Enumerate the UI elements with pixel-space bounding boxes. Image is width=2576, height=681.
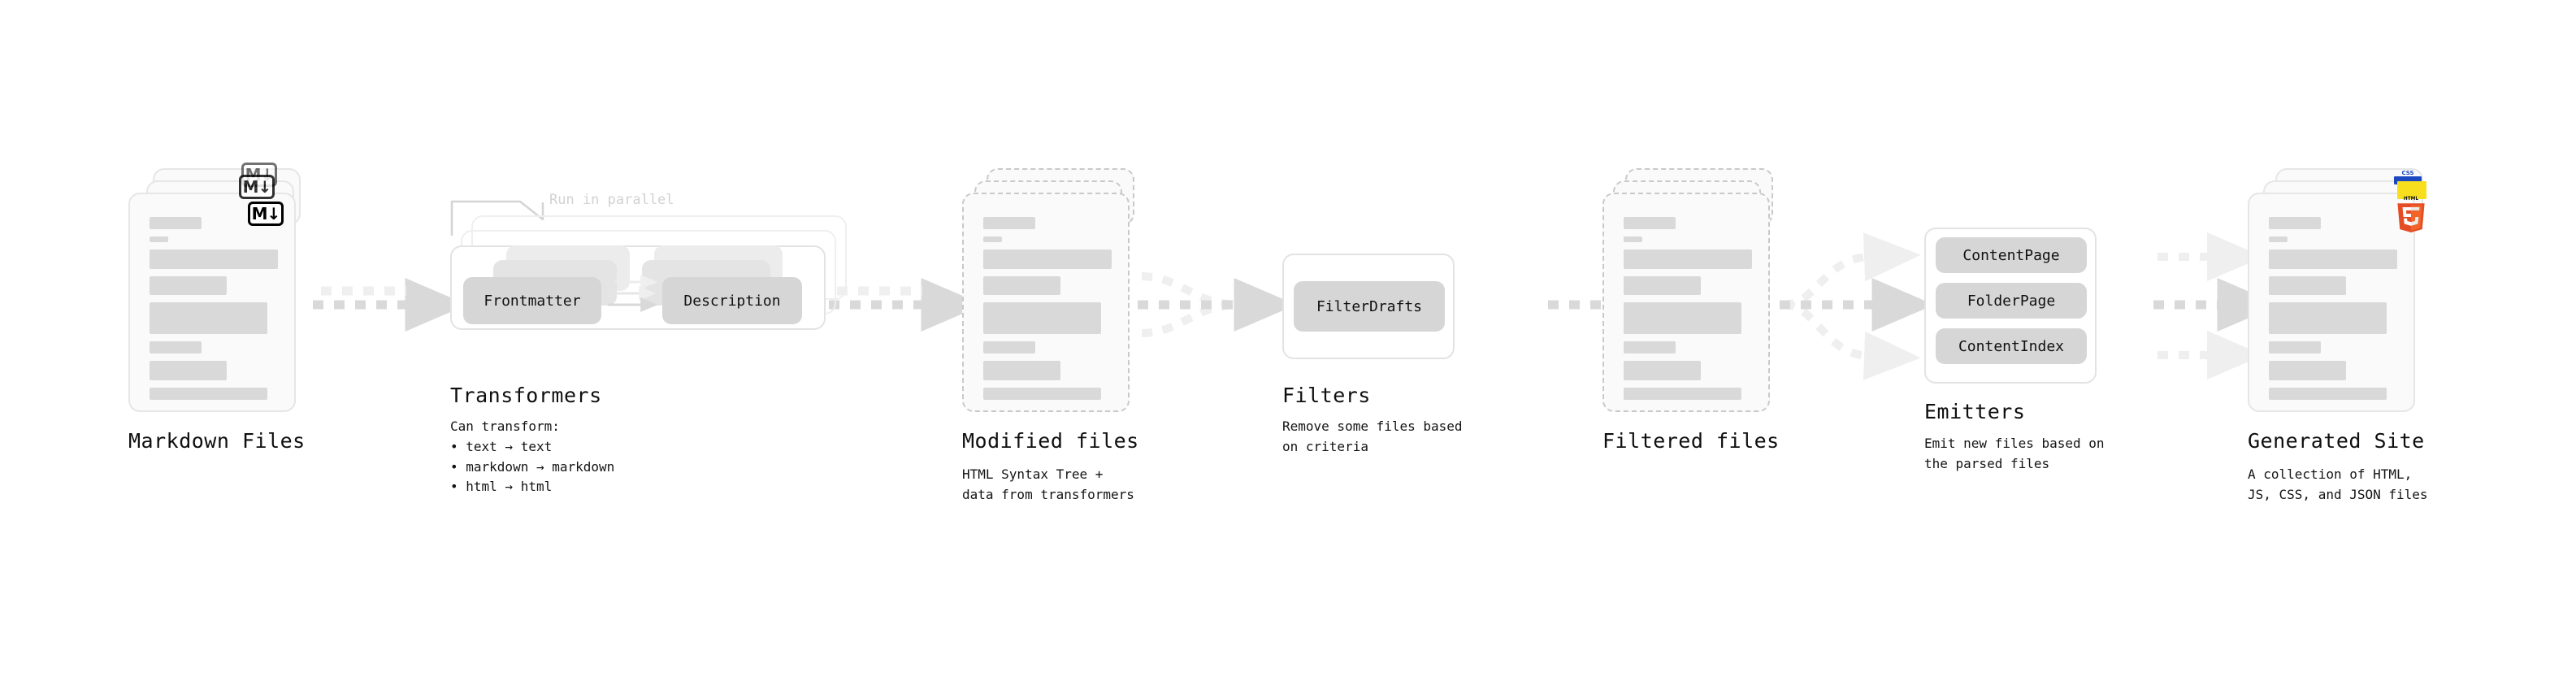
stage-title-markdown-files: Markdown Files [128, 429, 306, 453]
markdown-badge-icon: M↓ [248, 202, 284, 226]
doc-content-lines [2269, 217, 2397, 407]
conn-emitters-to-site [2153, 232, 2280, 380]
stage-subtitle-filters: Remove some files based on criteria [1282, 419, 1463, 454]
stage-title-transformers: Transformers [450, 384, 602, 407]
markdown-badge-mid: M↓ [239, 175, 275, 199]
stage-title-generated-site: Generated Site [2248, 429, 2425, 453]
stage-subtitle-generated-site: A collection of HTML, JS, CSS, and JSON … [2248, 466, 2428, 502]
conn-modified-to-filters [1138, 272, 1297, 337]
stage-subtitle-emitters: Emit new files based on the parsed files [1924, 436, 2105, 471]
modified-document-card [962, 193, 1130, 412]
stage-title-filters: Filters [1282, 384, 1371, 407]
conn-md-to-transformers [313, 278, 468, 332]
svg-text:HTML: HTML [2404, 197, 2418, 202]
doc-content-lines [983, 217, 1112, 407]
html5-badge-icon: HTML [2397, 197, 2425, 232]
filtered-document-card [1602, 193, 1770, 412]
doc-content-lines [150, 217, 278, 407]
stage-title-modified-files: Modified files [962, 429, 1139, 453]
stage-subtitle-transformers: Can transform: • text → text • markdown … [450, 419, 615, 495]
markdown-document-card [128, 193, 296, 412]
emitter-chip-contentpage[interactable]: ContentPage [1936, 237, 2087, 273]
generated-document-card [2248, 193, 2415, 412]
filter-chip-filterdrafts[interactable]: FilterDrafts [1294, 281, 1445, 332]
js-badge-icon [2397, 181, 2426, 199]
doc-content-lines [1624, 217, 1752, 407]
stage-title-filtered-files: Filtered files [1602, 429, 1780, 453]
conn-filtered-to-emitters [1780, 232, 1935, 380]
transformer-chip-description[interactable]: Description [662, 277, 802, 324]
run-in-parallel-label: Run in parallel [549, 192, 674, 208]
markdown-badge-letter: M↓ [242, 177, 272, 197]
css-badge-icon: CSS [2394, 170, 2422, 184]
markdown-badge-letter: M↓ [251, 204, 281, 223]
transformer-chip-frontmatter[interactable]: Frontmatter [463, 277, 601, 324]
stage-title-emitters: Emitters [1924, 400, 2026, 423]
css-badge-label: CSS [2401, 170, 2414, 176]
emitter-chip-folderpage[interactable]: FolderPage [1936, 283, 2087, 319]
stage-subtitle-modified-files: HTML Syntax Tree + data from transformer… [962, 466, 1134, 502]
emitter-chip-contentindex[interactable]: ContentIndex [1936, 328, 2087, 364]
